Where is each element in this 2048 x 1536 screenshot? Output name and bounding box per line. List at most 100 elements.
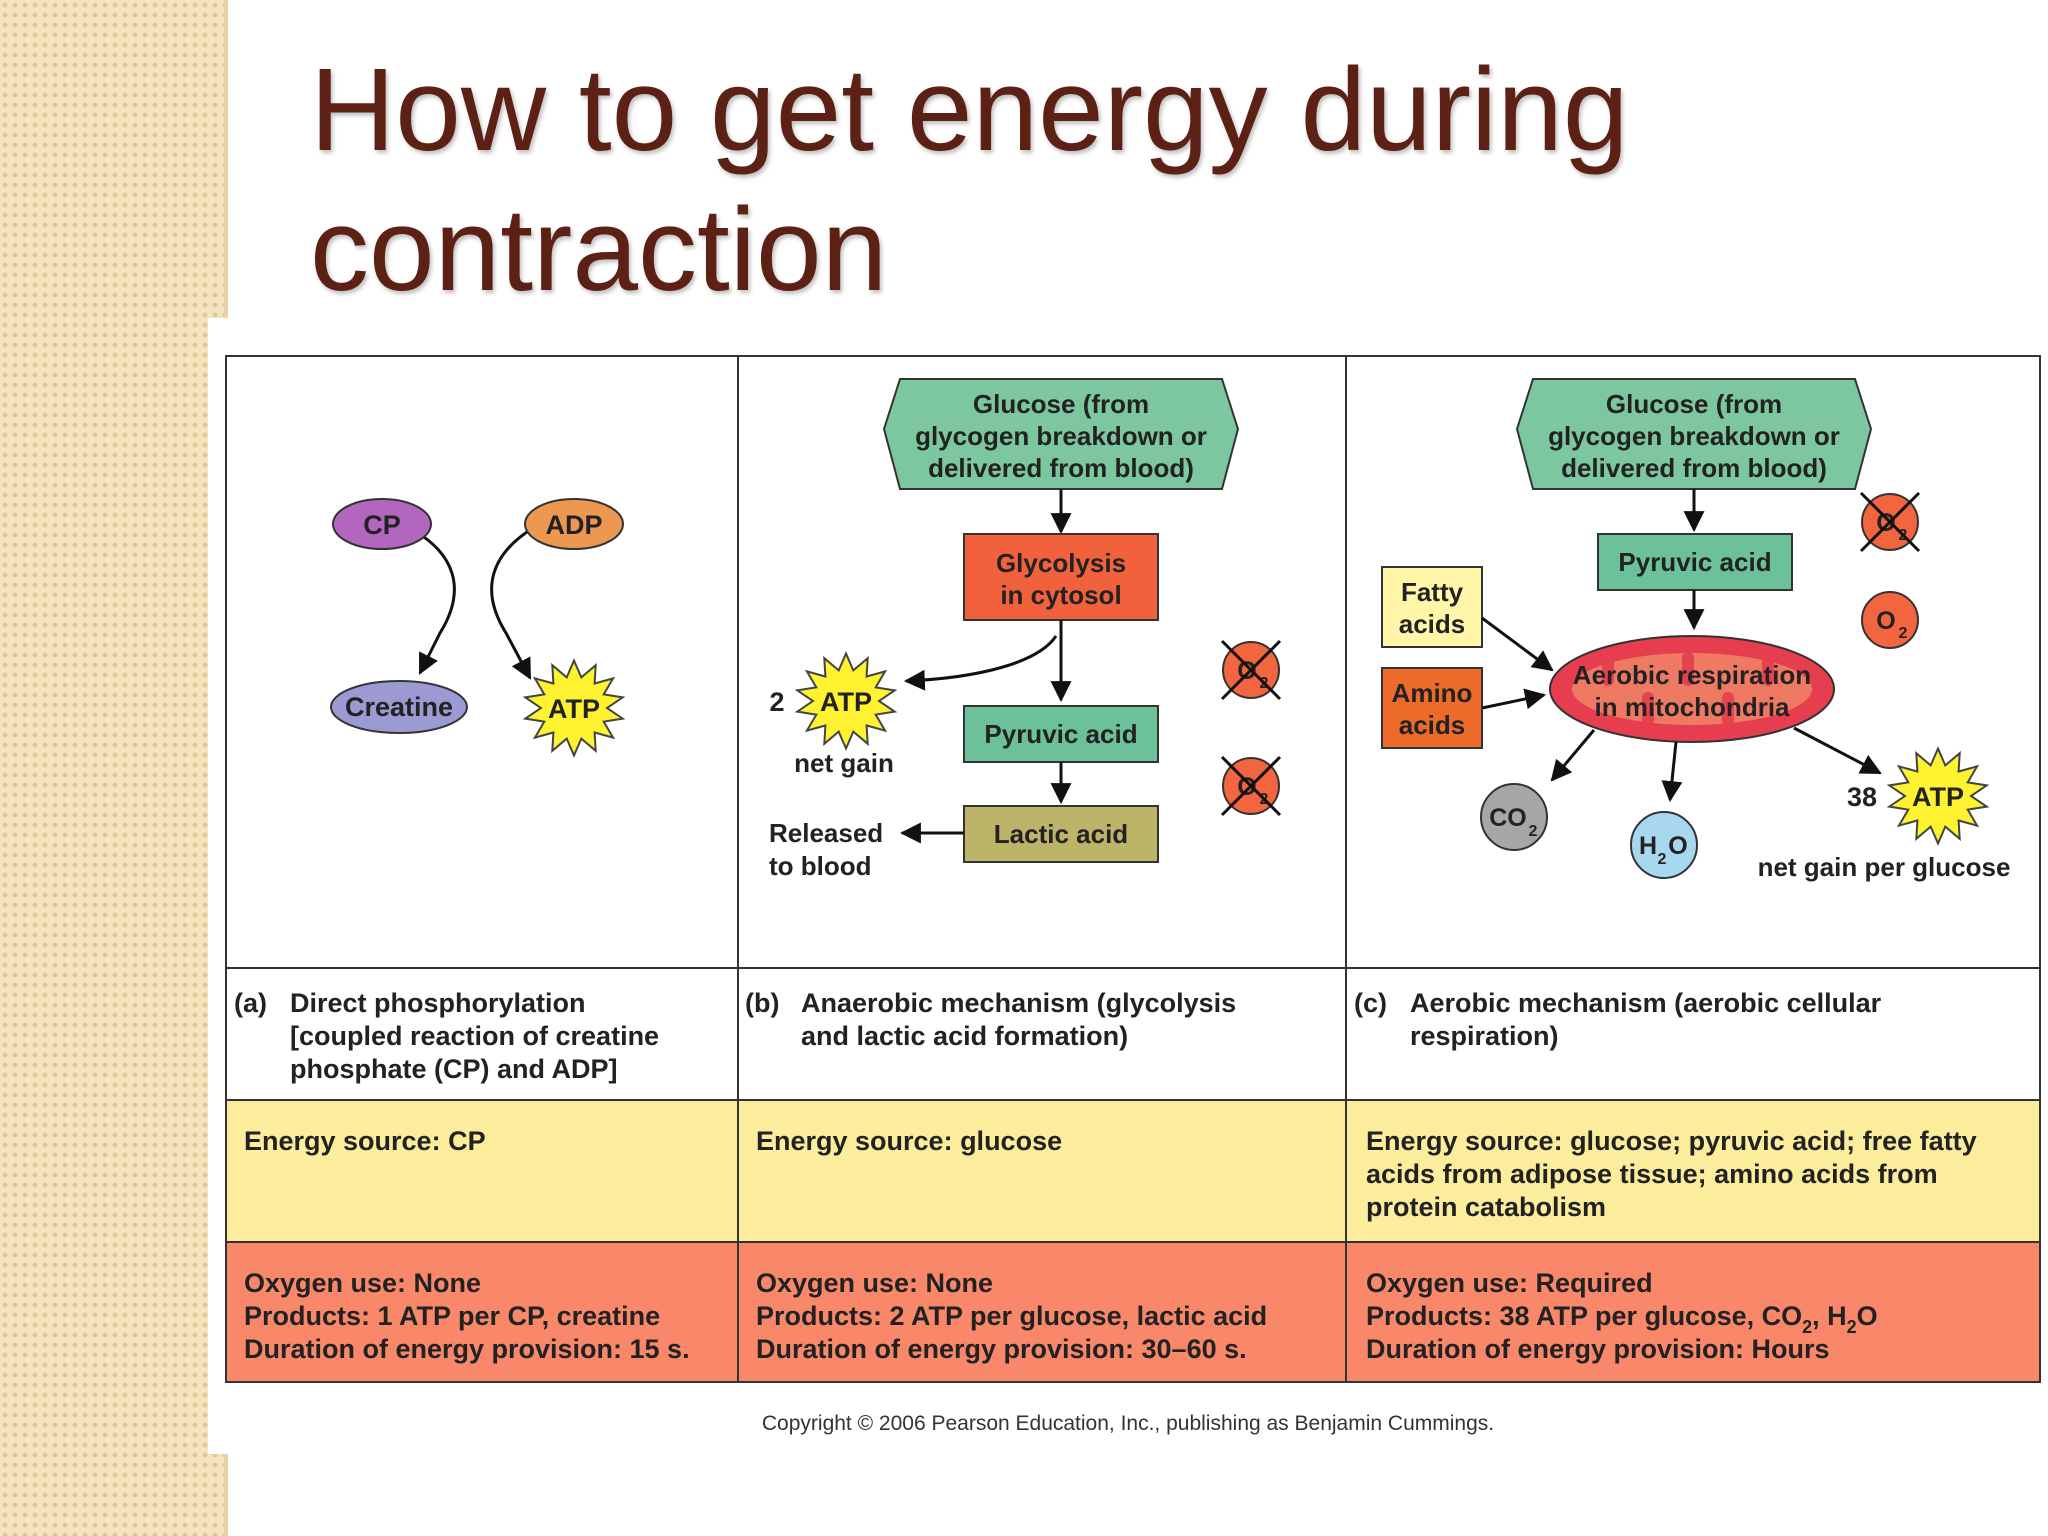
atp-label-a: ATP	[548, 694, 600, 724]
caption-c-line-2: respiration)	[1410, 1021, 1559, 1051]
cp-node	[332, 498, 432, 550]
co2-sub: 2	[1529, 823, 1538, 840]
energy-source-b: Energy source: glucose	[756, 1126, 1062, 1156]
glycolysis-node	[963, 533, 1159, 621]
energy-source-band	[226, 1100, 2040, 1242]
duration-c: Duration of energy provision: Hours	[1366, 1334, 1830, 1364]
glucose-c-line-3: delivered from blood)	[1561, 453, 1827, 483]
products-c-sub-1: 2	[1802, 1317, 1812, 1337]
caption-c-label: (c)	[1354, 988, 1387, 1018]
caption-a-line-3: phosphate (CP) and ADP]	[290, 1054, 618, 1084]
caption-b-line-2: and lactic acid formation)	[801, 1021, 1128, 1051]
products-a: Products: 1 ATP per CP, creatine	[244, 1301, 660, 1331]
h2o-icon: H 2 O	[1630, 811, 1698, 879]
glucose-c-line-2: glycogen breakdown or	[1548, 421, 1840, 451]
energy-source-a: Energy source: CP	[244, 1126, 486, 1156]
products-b: Products: 2 ATP per glucose, lactic acid	[756, 1301, 1267, 1331]
h2o-sub: 2	[1658, 851, 1667, 868]
figure-svg: CP ADP Creatine ATP Glucose (from glycog…	[225, 355, 2041, 1383]
products-c-pre: Products: 38 ATP per glucose, CO	[1366, 1301, 1802, 1331]
atp-count-b: 2	[769, 687, 784, 717]
products-c: Products: 38 ATP per glucose, CO2, H2O	[1366, 1301, 1878, 1337]
glycolysis-line-1: Glycolysis	[996, 548, 1126, 578]
oxygen-use-band	[226, 1242, 2040, 1382]
caption-a-line-2: [coupled reaction of creatine	[290, 1021, 659, 1051]
pyruvic-node-c	[1597, 533, 1793, 591]
pyruvic-node-b	[963, 705, 1159, 763]
panel-b-diagram: Glucose (from glycogen breakdown or deli…	[769, 378, 1282, 881]
pyruvic-label-b: Pyruvic acid	[984, 719, 1137, 749]
slide-title: How to get energy during contraction	[310, 40, 1870, 320]
glycolysis-line-2: in cytosol	[1000, 580, 1121, 610]
fatty-acids-node	[1381, 566, 1483, 648]
caption-a-line-1: Direct phosphorylation	[290, 988, 586, 1018]
atp-burst-a	[522, 657, 626, 759]
net-gain-b: net gain	[794, 748, 894, 778]
adp-node	[524, 498, 624, 550]
amino-line-2: acids	[1399, 710, 1466, 740]
aerobic-line-1: Aerobic respiration	[1573, 660, 1811, 690]
cp-label: CP	[363, 510, 401, 540]
released-line-1: Released	[769, 818, 883, 848]
atp-label-b: ATP	[820, 687, 872, 717]
table-grid	[225, 355, 2041, 1383]
o2-sub-c2: 2	[1899, 625, 1908, 642]
energy-pathways-figure: CP ADP Creatine ATP Glucose (from glycog…	[208, 318, 2048, 1454]
glucose-b-line-3: delivered from blood)	[928, 453, 1194, 483]
panel-a-diagram: CP ADP Creatine ATP	[330, 498, 626, 759]
co2-label: CO	[1489, 804, 1527, 832]
caption-a-label: (a)	[234, 988, 267, 1018]
glucose-b-line-2: glycogen breakdown or	[915, 421, 1207, 451]
panel-c-diagram: Glucose (from glycogen breakdown or deli…	[1381, 378, 2011, 882]
creatine-node	[330, 680, 468, 734]
oxygen-use-a: Oxygen use: None	[244, 1268, 481, 1298]
lactic-label: Lactic acid	[994, 819, 1128, 849]
co2-icon: CO 2	[1480, 783, 1548, 851]
decorative-sidebar	[0, 0, 228, 1536]
no-oxygen-icon-b2: O 2	[1220, 755, 1282, 817]
products-c-sub-2: 2	[1847, 1317, 1857, 1337]
oxygen-products-row: Oxygen use: None Products: 1 ATP per CP,…	[244, 1268, 1878, 1364]
glucose-b-line-1: Glucose (from	[973, 389, 1149, 419]
energy-source-c-line-1: Energy source: glucose; pyruvic acid; fr…	[1366, 1126, 1977, 1156]
atp-burst-c	[1886, 745, 1990, 847]
duration-a: Duration of energy provision: 15 s.	[244, 1334, 690, 1364]
oxygen-icon-c: O 2	[1861, 591, 1919, 649]
captions-row: (a) Direct phosphorylation [coupled reac…	[234, 988, 1882, 1084]
amino-acids-node	[1381, 667, 1483, 749]
h2o-h-label: H	[1639, 832, 1657, 860]
pyruvic-label-c: Pyruvic acid	[1618, 547, 1771, 577]
energy-source-c-line-2: acids from adipose tissue; amino acids f…	[1366, 1159, 1938, 1189]
no-oxygen-icon-c: O 2	[1859, 491, 1921, 553]
caption-c-line-1: Aerobic mechanism (aerobic cellular	[1410, 988, 1882, 1018]
fatty-line-1: Fatty	[1401, 577, 1464, 607]
fatty-line-2: acids	[1399, 609, 1466, 639]
atp-label-c: ATP	[1912, 782, 1964, 812]
products-c-mid: , H	[1812, 1301, 1847, 1331]
slide-title-line-1: How to get energy during	[310, 44, 1629, 176]
oxygen-use-c: Oxygen use: Required	[1366, 1268, 1653, 1298]
net-gain-c: net gain per glucose	[1758, 852, 2011, 882]
products-c-post: O	[1857, 1301, 1878, 1331]
copyright-notice: Copyright © 2006 Pearson Education, Inc.…	[761, 1412, 1495, 1435]
duration-b: Duration of energy provision: 30–60 s.	[756, 1334, 1247, 1364]
glucose-node-b	[882, 378, 1240, 490]
amino-line-1: Amino	[1392, 678, 1473, 708]
h2o-o-label: O	[1668, 832, 1687, 860]
atp-burst-b	[794, 650, 898, 752]
o2-label-c2: O	[1876, 607, 1895, 635]
oxygen-use-b: Oxygen use: None	[756, 1268, 993, 1298]
glucose-c-line-1: Glucose (from	[1606, 389, 1782, 419]
caption-b-label: (b)	[745, 988, 779, 1018]
slide-title-line-2: contraction	[310, 184, 888, 316]
adp-label: ADP	[545, 510, 602, 540]
no-oxygen-icon-b1: O 2	[1220, 639, 1282, 701]
creatine-label: Creatine	[345, 692, 453, 722]
caption-b-line-1: Anaerobic mechanism (glycolysis	[801, 988, 1236, 1018]
energy-source-c-line-3: protein catabolism	[1366, 1192, 1606, 1222]
atp-count-c: 38	[1847, 782, 1877, 812]
released-line-2: to blood	[769, 851, 872, 881]
glucose-node-c	[1515, 378, 1873, 490]
energy-source-row: Energy source: CP Energy source: glucose…	[244, 1126, 1977, 1222]
aerobic-line-2: in mitochondria	[1595, 692, 1791, 722]
